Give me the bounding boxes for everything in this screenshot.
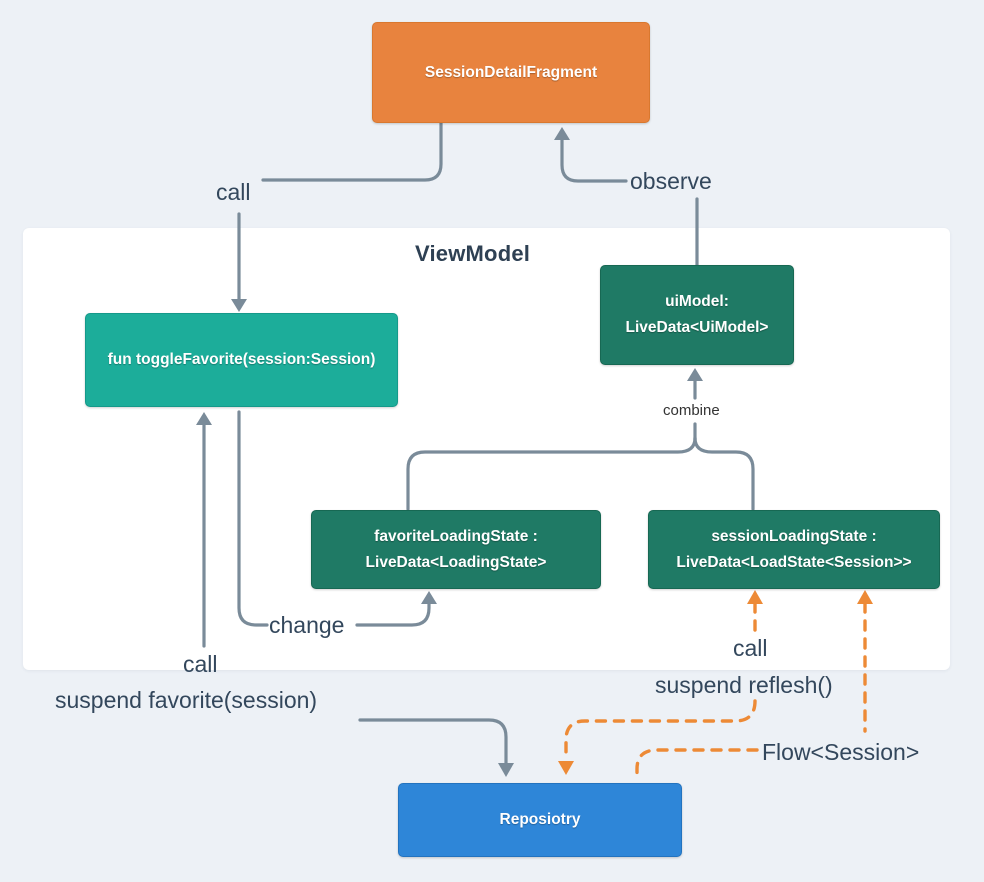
edge-call-reflesh-to-repository [558, 590, 763, 775]
label-suspend-reflesh: suspend reflesh() [655, 672, 833, 698]
label-flow-session: Flow<Session> [762, 739, 920, 765]
edge-change-toggle-to-favstate [237, 410, 437, 627]
edge-observe-uimodel-to-fragment [554, 127, 699, 268]
label-call-toggle: call [183, 651, 218, 677]
node-label-line1: favoriteLoadingState : [374, 527, 538, 545]
node-toggle-favorite: fun toggleFavorite(session:Session) [85, 313, 398, 407]
label-combine: combine [663, 402, 720, 419]
edge-suspendfavorite-to-repository [358, 718, 514, 777]
node-favorite-loading-state: favoriteLoadingState : LiveData<LoadingS… [311, 510, 601, 589]
node-uimodel-livedata: uiModel: LiveData<UiModel> [600, 265, 794, 365]
viewmodel-container [23, 228, 950, 670]
node-label-line2: LiveData<UiModel> [625, 319, 769, 336]
node-label-line1: uiModel: [665, 293, 729, 310]
node-label: fun toggleFavorite(session:Session) [107, 351, 376, 368]
edge-combine-to-uimodel [406, 368, 755, 511]
node-session-loading-state: sessionLoadingState : LiveData<LoadState… [648, 510, 940, 589]
label-change: change [269, 612, 345, 638]
edge-flow-session-repository-to-sessstate [635, 590, 873, 783]
label-suspend-favorite: suspend favorite(session) [55, 687, 318, 713]
label-observe: observe [630, 168, 712, 194]
edge-call-fragment-to-toggle [231, 119, 443, 312]
node-label-line1: sessionLoadingState : [711, 527, 877, 545]
node-label: SessionDetailFragment [424, 63, 598, 81]
node-label-line2: LiveData<LoadState<Session>> [676, 553, 912, 571]
viewmodel-title: ViewModel [415, 241, 531, 266]
label-call-fragment: call [216, 179, 251, 205]
label-call-reflesh: call [733, 635, 768, 661]
node-label-line2: LiveData<LoadingState> [365, 553, 547, 571]
node-repository: Reposiotry [398, 783, 682, 857]
edge-call-suspendfavorite-to-toggle [196, 412, 212, 648]
node-session-detail-fragment: SessionDetailFragment [372, 22, 650, 123]
node-label: Reposiotry [499, 811, 581, 828]
